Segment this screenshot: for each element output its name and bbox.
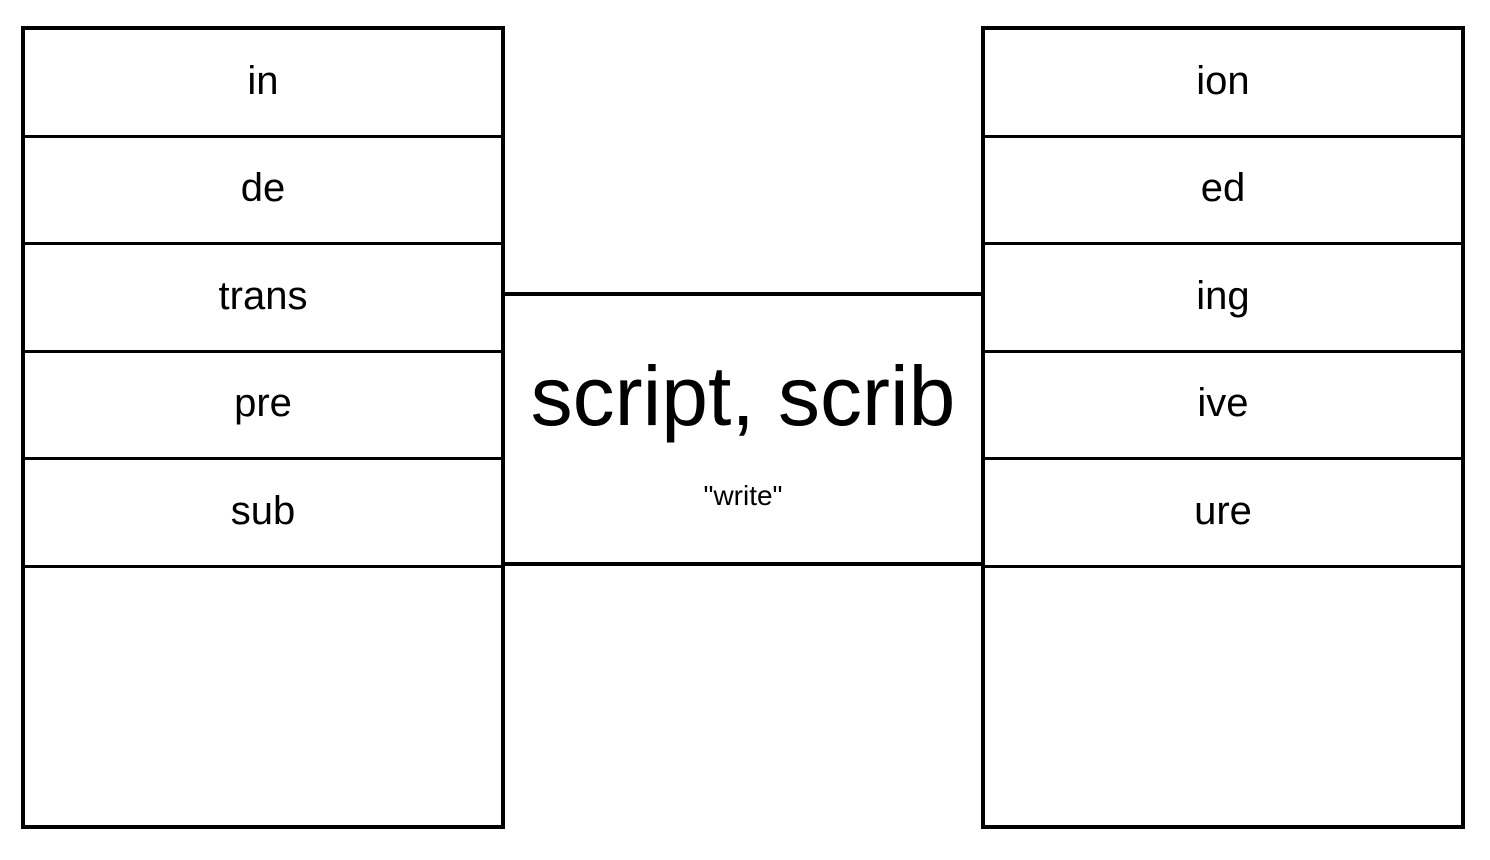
prefix-cell: de <box>25 138 501 245</box>
prefix-label: in <box>247 58 279 103</box>
prefix-label: trans <box>218 273 308 318</box>
root-text: script, scrib <box>530 349 956 443</box>
suffix-cell: ed <box>985 138 1461 245</box>
prefix-cell: pre <box>25 353 501 460</box>
suffix-label: ed <box>1200 166 1246 211</box>
suffix-label: ive <box>1197 381 1249 426</box>
suffix-cell: ing <box>985 245 1461 353</box>
prefix-label: sub <box>230 488 296 533</box>
prefix-label: pre <box>234 381 292 426</box>
suffix-cell: ive <box>985 353 1461 460</box>
suffix-label: ing <box>1196 273 1250 318</box>
prefix-cell: trans <box>25 245 501 353</box>
root-box: script, scrib "write" <box>505 292 981 566</box>
prefix-cell: in <box>25 30 501 138</box>
root-meaning: "write" <box>703 480 783 511</box>
suffix-column: ion ed ing ive ure <box>981 26 1465 829</box>
suffix-cell: ion <box>985 30 1461 138</box>
suffix-cell: ure <box>985 460 1461 568</box>
prefix-cell: sub <box>25 460 501 568</box>
prefix-label: de <box>240 166 286 211</box>
suffix-label: ure <box>1194 488 1252 533</box>
prefix-column: in de trans pre sub <box>21 26 505 829</box>
suffix-label: ion <box>1196 58 1250 103</box>
